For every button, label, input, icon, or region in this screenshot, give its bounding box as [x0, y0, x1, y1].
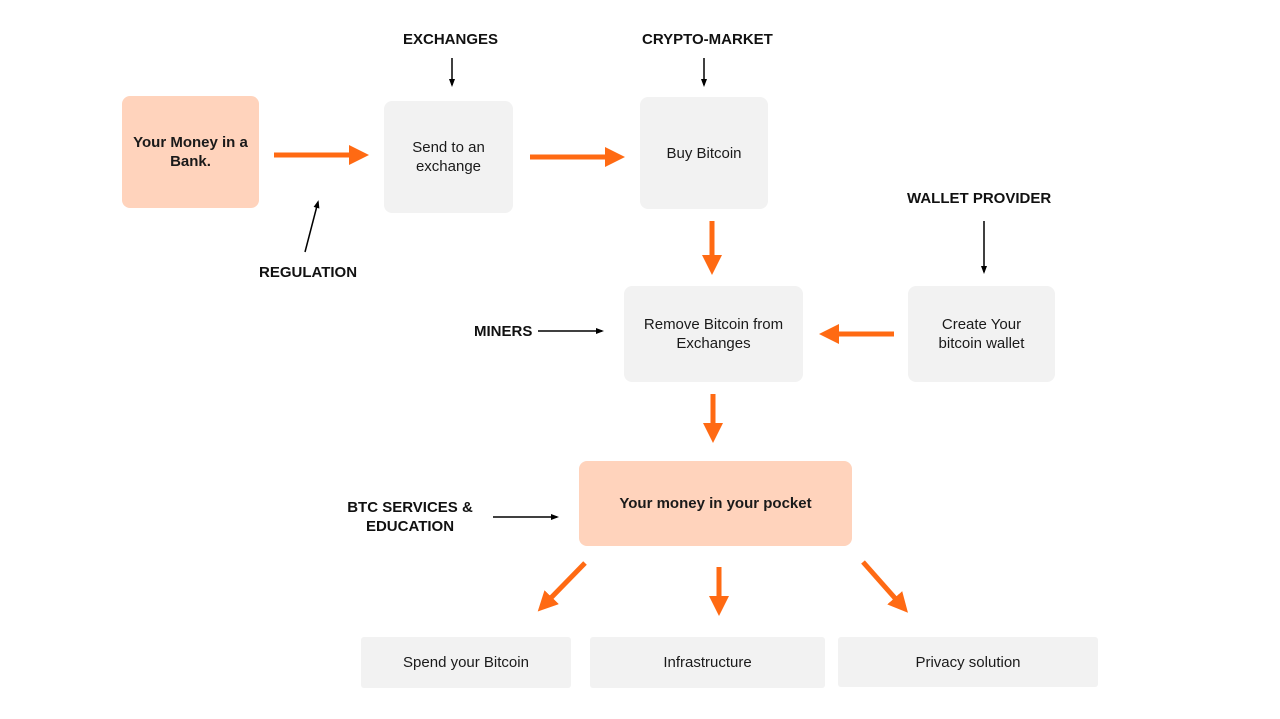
arrow-regulation-label	[304, 200, 320, 253]
node-spend: Spend your Bitcoin	[361, 637, 571, 688]
node-remove-bitcoin-line2: Exchanges	[676, 335, 751, 352]
node-send-exchange-line2: exchange	[415, 158, 482, 175]
label-btc-services: BTC SERVICES & EDUCATION	[330, 498, 490, 536]
node-buy-bitcoin-line1: Buy Bitcoin	[666, 144, 742, 162]
node-bank-line2: Bank.	[170, 153, 211, 170]
node-privacy-line1: Privacy solution	[915, 653, 1021, 671]
node-create-wallet-line2: bitcoin wallet	[938, 335, 1025, 352]
node-bank-line1: Your Money in a	[133, 134, 248, 151]
node-create-wallet: Create Your bitcoin wallet	[908, 286, 1055, 382]
label-btc-services-line2: EDUCATION	[365, 518, 455, 535]
node-remove-bitcoin-line1: Remove Bitcoin from	[643, 316, 784, 333]
node-send-exchange: Send to an exchange	[384, 101, 513, 213]
node-create-wallet-line1: Create Your	[941, 316, 1022, 333]
node-spend-line1: Spend your Bitcoin	[403, 654, 529, 671]
label-btc-services-line1: BTC SERVICES &	[347, 499, 473, 516]
node-bank: Your Money in a Bank.	[122, 96, 259, 208]
node-pocket-line1: Your money in your pocket	[619, 495, 812, 512]
label-exchanges: EXCHANGES	[403, 31, 499, 48]
arrow-pocket-to-privacy	[861, 560, 908, 613]
node-privacy: Privacy solution	[838, 637, 1098, 687]
label-miners: MINERS	[474, 323, 533, 340]
node-buy-bitcoin: Buy Bitcoin	[640, 97, 768, 209]
node-infrastructure-line1: Infrastructure	[663, 654, 752, 671]
node-send-exchange-line1: Send to an	[412, 139, 485, 156]
label-crypto-market: CRYPTO-MARKET	[642, 31, 773, 48]
label-wallet-provider: WALLET PROVIDER	[907, 190, 1052, 207]
node-pocket: Your money in your pocket	[579, 461, 852, 546]
arrow-pocket-to-spend	[537, 561, 587, 612]
node-remove-bitcoin: Remove Bitcoin from Exchanges	[624, 286, 803, 382]
label-regulation: REGULATION	[259, 264, 358, 281]
node-infrastructure: Infrastructure	[590, 637, 825, 688]
